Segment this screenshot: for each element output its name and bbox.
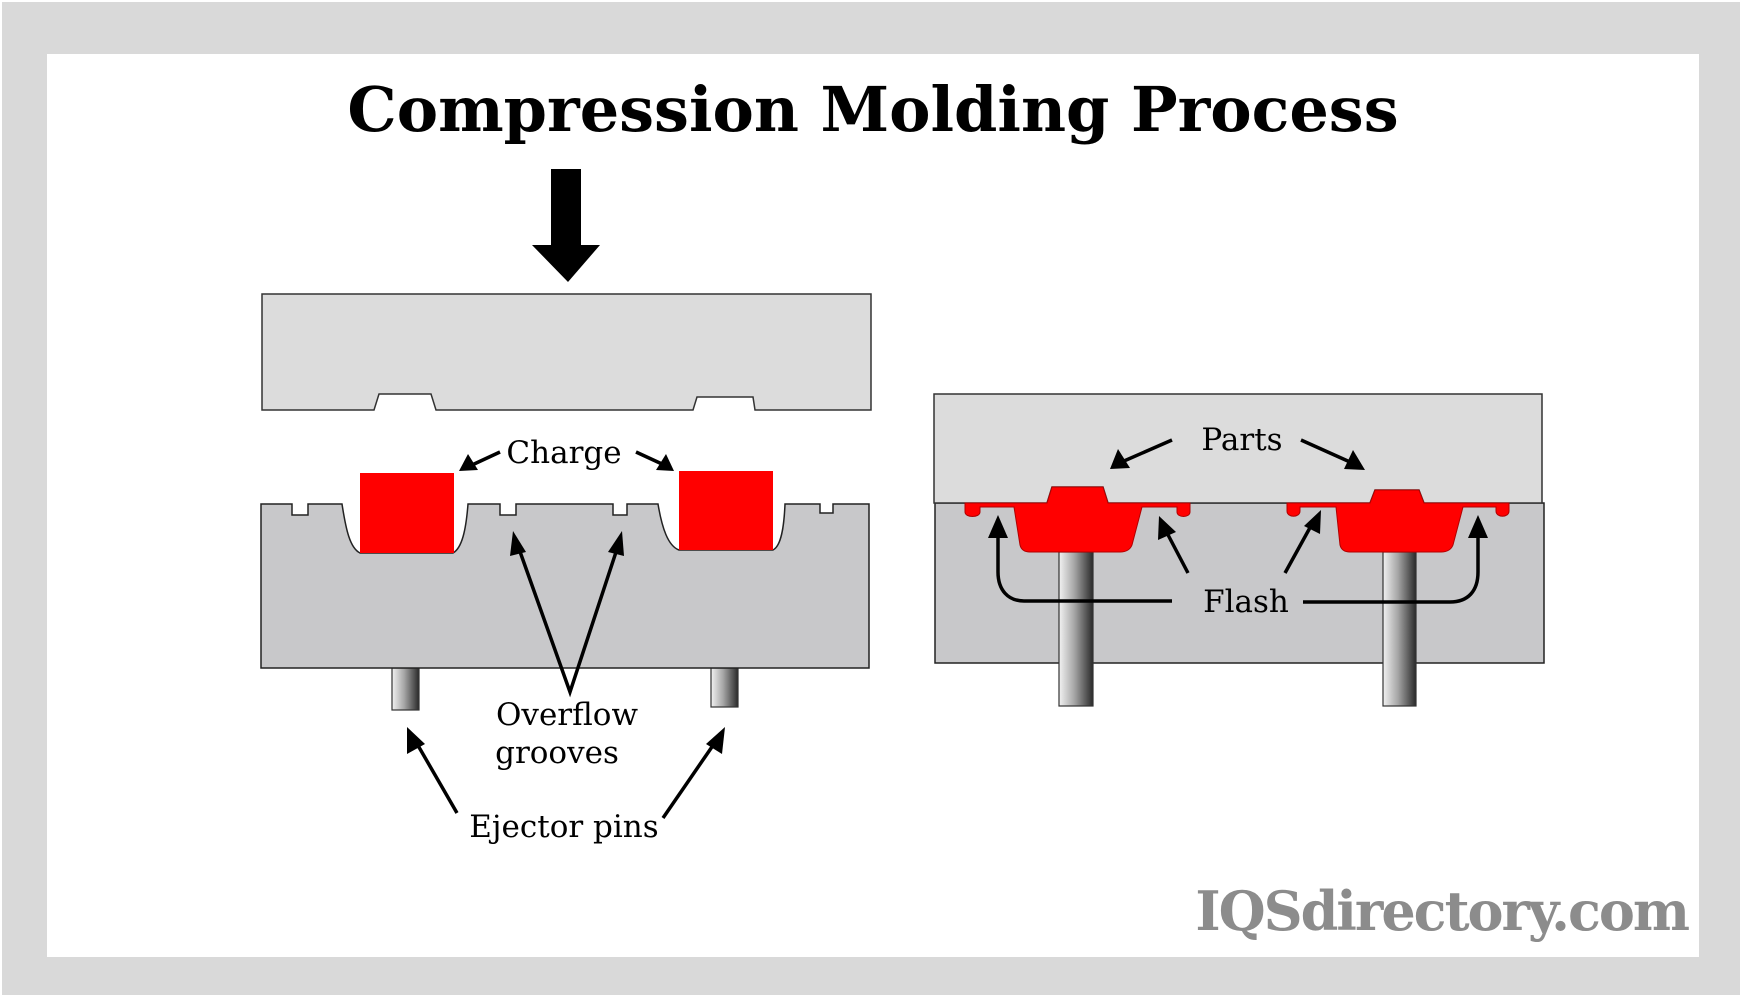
charge-label: Charge xyxy=(506,435,621,471)
overflow-grooves-label-line2: grooves xyxy=(495,735,619,771)
ejector-pin-right xyxy=(710,667,739,708)
flash-arrow-3 xyxy=(1283,510,1321,574)
down-arrow-icon xyxy=(532,169,600,282)
charge-left xyxy=(360,473,454,553)
right-stage: Parts Flash xyxy=(933,393,1545,707)
flash-arrow-1 xyxy=(988,515,1172,603)
flash-label: Flash xyxy=(1203,584,1289,620)
ejector-pin-1 xyxy=(1058,551,1094,707)
lower-mold xyxy=(260,503,870,669)
iqsdirectory-logo: IQSdirectory.com xyxy=(1195,879,1689,943)
overflow-arrows xyxy=(510,531,624,698)
ejector-pin-left xyxy=(391,667,420,711)
ejector-arrow-right xyxy=(661,727,725,819)
ejector-arrow-left xyxy=(407,727,459,814)
parts-label: Parts xyxy=(1201,422,1282,458)
upper-mold xyxy=(261,293,872,411)
molded-part-2 xyxy=(1286,489,1510,553)
charge-arrow-left xyxy=(459,450,501,471)
parts-arrow-right xyxy=(1300,438,1365,470)
flash-arrow-4 xyxy=(1303,515,1488,604)
parts-arrow-left xyxy=(1110,438,1173,469)
molded-part-1 xyxy=(964,486,1191,553)
ejector-pins-label: Ejector pins xyxy=(469,809,658,845)
left-stage: Charge Overflow grooves Ejector pins xyxy=(260,293,872,845)
page-title: Compression Molding Process xyxy=(347,73,1398,146)
ejector-pin-2 xyxy=(1382,551,1417,707)
charge-arrow-right xyxy=(635,450,674,471)
charge-right xyxy=(679,471,773,550)
overflow-grooves-label-line1: Overflow xyxy=(496,697,638,733)
flash-arrow-2 xyxy=(1158,516,1190,574)
